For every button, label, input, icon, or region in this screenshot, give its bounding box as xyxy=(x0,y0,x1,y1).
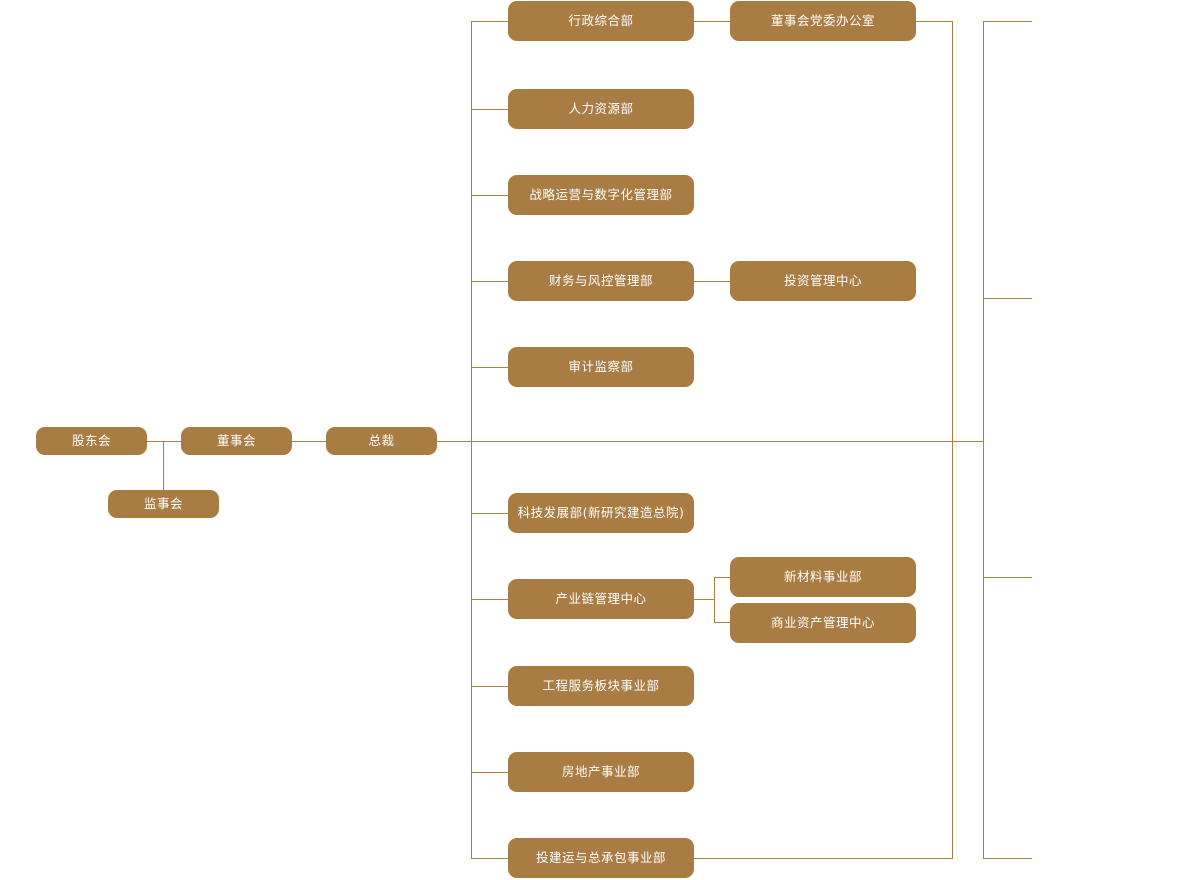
node-label: 战略运营与数字化管理部 xyxy=(529,186,673,202)
node-admin-dept[interactable]: 行政综合部 xyxy=(508,1,694,41)
bracket-industry-chain xyxy=(714,577,715,623)
stub-finance-dept xyxy=(471,281,508,282)
connector-president-trunk xyxy=(437,441,983,442)
node-label: 财务与风控管理部 xyxy=(548,272,653,288)
node-label: 房地产事业部 xyxy=(561,763,640,779)
connector-to-commercial-asset xyxy=(714,622,730,623)
stub-tech-dept xyxy=(471,513,508,514)
connector-board-to-president xyxy=(291,441,326,442)
stub-admin-dept xyxy=(471,21,508,22)
node-tech-development-dept[interactable]: 科技发展部(新研究建造总院) xyxy=(508,493,694,533)
node-label: 产业链管理中心 xyxy=(555,590,647,606)
stub-rail-b-bottom xyxy=(983,858,1032,859)
node-engineering-service-division[interactable]: 工程服务板块事业部 xyxy=(508,666,694,706)
node-label: 审计监察部 xyxy=(568,358,634,374)
stub-investment-construction-dept xyxy=(471,858,508,859)
node-new-materials-division[interactable]: 新材料事业部 xyxy=(730,557,916,597)
node-supervisory-board[interactable]: 监事会 xyxy=(108,490,219,518)
department-spine-lower xyxy=(471,441,472,858)
stub-rail-b-upper-mid xyxy=(983,298,1032,299)
department-spine-upper xyxy=(471,21,472,441)
connector-rail-a-bottom xyxy=(694,858,953,859)
node-board-of-directors[interactable]: 董事会 xyxy=(181,427,292,455)
connector-to-new-materials xyxy=(714,577,730,578)
stub-rail-b-lower-mid xyxy=(983,577,1032,578)
node-investment-construction-division[interactable]: 投建运与总承包事业部 xyxy=(508,838,694,878)
stub-hr-dept xyxy=(471,109,508,110)
connector-admin-to-party-office xyxy=(694,21,730,22)
node-real-estate-division[interactable]: 房地产事业部 xyxy=(508,752,694,792)
connector-industry-chain-out xyxy=(694,599,714,600)
node-industry-chain-management-center[interactable]: 产业链管理中心 xyxy=(508,579,694,619)
connector-party-office-to-rail-a xyxy=(916,21,953,22)
node-investment-management-center[interactable]: 投资管理中心 xyxy=(730,261,916,301)
node-commercial-asset-management-center[interactable]: 商业资产管理中心 xyxy=(730,603,916,643)
node-label: 工程服务板块事业部 xyxy=(542,677,660,693)
node-label: 监事会 xyxy=(143,495,183,511)
node-board-party-office[interactable]: 董事会党委办公室 xyxy=(730,1,916,41)
right-rail-a xyxy=(952,21,953,858)
node-label: 总裁 xyxy=(368,432,395,448)
stub-rail-b-top xyxy=(983,21,1032,22)
node-label: 人力资源部 xyxy=(568,100,634,116)
node-audit-supervision-dept[interactable]: 审计监察部 xyxy=(508,347,694,387)
node-label: 商业资产管理中心 xyxy=(770,614,875,630)
right-rail-b xyxy=(983,21,984,858)
stub-realestate-dept xyxy=(471,772,508,773)
stub-engineering-dept xyxy=(471,686,508,687)
node-label: 董事会 xyxy=(216,432,256,448)
node-hr-dept[interactable]: 人力资源部 xyxy=(508,89,694,129)
node-president[interactable]: 总裁 xyxy=(326,427,437,455)
node-strategy-digital-dept[interactable]: 战略运营与数字化管理部 xyxy=(508,175,694,215)
node-label: 股东会 xyxy=(71,432,111,448)
node-shareholders-meeting[interactable]: 股东会 xyxy=(36,427,147,455)
node-finance-risk-dept[interactable]: 财务与风控管理部 xyxy=(508,261,694,301)
connector-finance-to-investment-center xyxy=(694,281,730,282)
node-label: 投建运与总承包事业部 xyxy=(535,849,666,865)
connector-backbone-to-supervisory xyxy=(163,441,164,504)
node-label: 行政综合部 xyxy=(568,12,634,28)
stub-strategy-dept xyxy=(471,195,508,196)
node-label: 新材料事业部 xyxy=(783,568,862,584)
stub-audit-dept xyxy=(471,367,508,368)
node-label: 投资管理中心 xyxy=(783,272,862,288)
node-label: 科技发展部(新研究建造总院) xyxy=(517,504,685,520)
stub-industry-chain-dept xyxy=(471,599,508,600)
node-label: 董事会党委办公室 xyxy=(770,12,875,28)
